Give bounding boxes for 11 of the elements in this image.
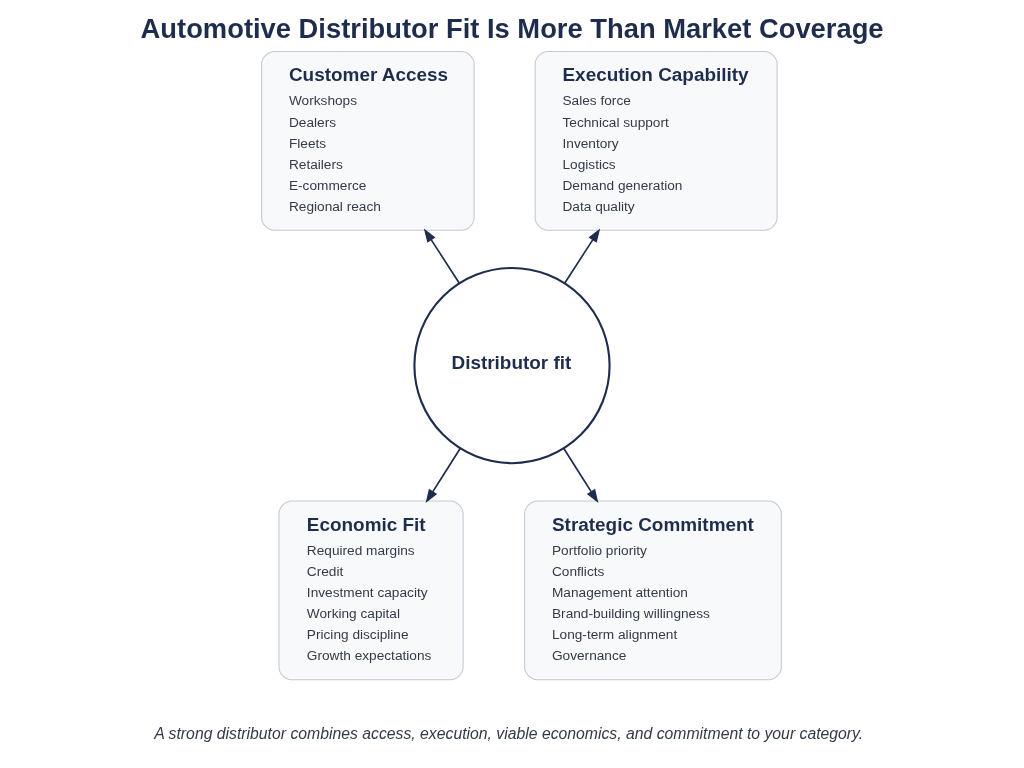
node-box: Strategic Commitment Portfolio priority Conflicts Management attention Brand-building willingness Long-term alignment Governance (524, 500, 782, 681)
arrow (423, 228, 461, 285)
node-box: Execution Capability Sales force Technical support Inventory Logistics Demand generation Data quality (534, 50, 778, 231)
node-circle: Distributor fit (413, 266, 611, 465)
caption: A strong distributor combines access, execution, viable economics, and commitment to your category. (154, 725, 864, 743)
arrow (425, 447, 462, 504)
arrow (562, 447, 599, 504)
diagram-title: Automotive Distributor Fit Is More Than Market Coverage (140, 12, 884, 44)
node-box: Economic Fit Required margins Credit Investment capacity Working capital Pricing discipline Growth expectations (278, 500, 464, 681)
node-box: Customer Access Workshops Dealers Fleets Retailers E-commerce Regional reach (261, 50, 475, 231)
arrow (563, 228, 601, 285)
